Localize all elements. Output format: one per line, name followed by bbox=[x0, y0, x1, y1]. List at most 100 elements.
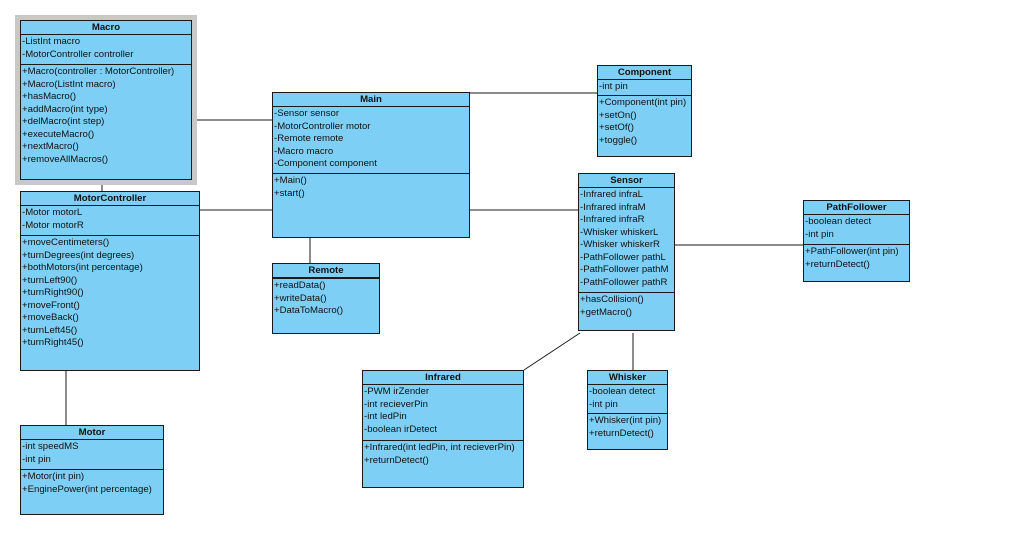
class-sensor[interactable]: Sensor-Infrared infraL-Infrared infraM-I… bbox=[578, 173, 675, 331]
method[interactable]: +turnLeft45() bbox=[22, 324, 78, 336]
attribute[interactable]: -MotorController controller bbox=[22, 48, 134, 60]
attribute[interactable]: -int speedMS bbox=[22, 441, 79, 452]
attribute[interactable]: -int pin bbox=[599, 81, 628, 92]
method[interactable]: +setOn() bbox=[599, 109, 637, 121]
attribute[interactable]: -MotorController motor bbox=[274, 120, 371, 132]
class-name: Component bbox=[598, 66, 691, 80]
method[interactable]: +turnDegrees(int degrees) bbox=[22, 249, 135, 261]
attribute[interactable]: -int ledPin bbox=[364, 411, 407, 422]
methods-section: +PathFollower(int pin)+returnDetect() bbox=[804, 245, 909, 272]
method[interactable]: +PathFollower(int pin) bbox=[805, 246, 899, 257]
attribute[interactable]: -Macro macro bbox=[274, 145, 334, 157]
attribute[interactable]: -ListInt macro bbox=[22, 36, 81, 47]
attribute[interactable]: -int pin bbox=[22, 453, 51, 465]
attribute[interactable]: -Remote remote bbox=[274, 133, 344, 144]
association-sensor-infrared[interactable] bbox=[523, 332, 581, 371]
class-name: Whisker bbox=[588, 371, 667, 385]
attribute[interactable]: -Motor motorR bbox=[22, 219, 84, 231]
attributes-section bbox=[273, 278, 379, 279]
method[interactable]: +addMacro(int type) bbox=[22, 103, 108, 115]
attribute[interactable]: -int recieverPin bbox=[364, 398, 428, 410]
method[interactable]: +EnginePower(int percentage) bbox=[22, 483, 152, 495]
class-remote[interactable]: Remote+readData()+writeData()+DataToMacr… bbox=[272, 263, 380, 334]
methods-section: +moveCentimeters()+turnDegrees(int degre… bbox=[21, 236, 199, 351]
method[interactable]: +hasMacro() bbox=[22, 91, 77, 102]
attribute[interactable]: -PathFollower pathM bbox=[580, 264, 669, 275]
class-name: Macro bbox=[21, 21, 191, 35]
method[interactable]: +removeAllMacros() bbox=[22, 153, 109, 165]
attribute[interactable]: -boolean detect bbox=[589, 386, 656, 397]
methods-section: +Main()+start() bbox=[273, 174, 469, 201]
attribute[interactable]: -int pin bbox=[589, 398, 618, 410]
method[interactable]: +Macro(controller : MotorController) bbox=[22, 66, 175, 77]
method[interactable]: +turnRight90() bbox=[22, 287, 84, 298]
method[interactable]: +toggle() bbox=[599, 134, 638, 146]
method[interactable]: +DataToMacro() bbox=[274, 305, 344, 316]
method[interactable]: +hasCollision() bbox=[580, 294, 644, 305]
method[interactable]: +returnDetect() bbox=[805, 258, 870, 270]
methods-section: +Whisker(int pin)+returnDetect() bbox=[588, 414, 667, 441]
method[interactable]: +writeData() bbox=[274, 292, 327, 304]
attribute[interactable]: -boolean irDetect bbox=[364, 423, 438, 435]
method[interactable]: +Infrared(int ledPin, int recieverPin) bbox=[364, 442, 515, 453]
methods-section: +Infrared(int ledPin, int recieverPin)+r… bbox=[363, 441, 523, 468]
method[interactable]: +moveBack() bbox=[22, 312, 79, 323]
attribute[interactable]: -PathFollower pathL bbox=[580, 251, 666, 263]
attributes-section: -ListInt macro-MotorController controlle… bbox=[21, 35, 191, 65]
method[interactable]: +moveFront() bbox=[22, 299, 80, 311]
attribute[interactable]: -Infrared infraM bbox=[580, 201, 646, 213]
class-name: Motor bbox=[21, 426, 163, 440]
attributes-section: -Sensor sensor-MotorController motor-Rem… bbox=[273, 107, 469, 174]
class-path-follower[interactable]: PathFollower-boolean detect-int pin+Path… bbox=[803, 200, 910, 282]
attribute[interactable]: -Component component bbox=[274, 158, 377, 169]
method[interactable]: +setOf() bbox=[599, 122, 634, 133]
attribute[interactable]: -PathFollower pathR bbox=[580, 276, 668, 288]
method[interactable]: +Motor(int pin) bbox=[22, 471, 85, 482]
methods-section: +readData()+writeData()+DataToMacro() bbox=[273, 279, 379, 319]
method[interactable]: +readData() bbox=[274, 280, 326, 291]
attributes-section: -Motor motorL-Motor motorR bbox=[21, 206, 199, 236]
attribute[interactable]: -Whisker whiskerL bbox=[580, 226, 659, 238]
attribute[interactable]: -Sensor sensor bbox=[274, 108, 340, 119]
method[interactable]: +Component(int pin) bbox=[599, 97, 687, 108]
method[interactable]: +moveCentimeters() bbox=[22, 237, 110, 248]
method[interactable]: +turnRight45() bbox=[22, 337, 84, 348]
method[interactable]: +Main() bbox=[274, 175, 307, 186]
method[interactable]: +delMacro(int step) bbox=[22, 116, 105, 127]
attribute[interactable]: -Motor motorL bbox=[22, 207, 83, 218]
methods-section: +Macro(controller : MotorController)+Mac… bbox=[21, 65, 191, 167]
methods-section: +hasCollision()+getMacro() bbox=[579, 293, 674, 320]
class-name: Remote bbox=[273, 264, 379, 278]
methods-section: +Component(int pin)+setOn()+setOf()+togg… bbox=[598, 96, 691, 148]
attributes-section: -Infrared infraL-Infrared infraM-Infrare… bbox=[579, 188, 674, 293]
method[interactable]: +executeMacro() bbox=[22, 128, 95, 140]
class-macro[interactable]: Macro-ListInt macro-MotorController cont… bbox=[20, 20, 192, 180]
attributes-section: -PWM irZender-int recieverPin-int ledPin… bbox=[363, 385, 523, 441]
method[interactable]: +getMacro() bbox=[580, 306, 632, 318]
method[interactable]: +returnDetect() bbox=[364, 454, 429, 466]
attribute[interactable]: -Whisker whiskerR bbox=[580, 239, 660, 250]
method[interactable]: +Macro(ListInt macro) bbox=[22, 78, 116, 90]
method[interactable]: +nextMacro() bbox=[22, 141, 79, 152]
attribute[interactable]: -Infrared infraL bbox=[580, 189, 643, 200]
attribute[interactable]: -Infrared infraR bbox=[580, 214, 645, 225]
attribute[interactable]: -boolean detect bbox=[805, 216, 872, 227]
method[interactable]: +Whisker(int pin) bbox=[589, 415, 662, 426]
attributes-section: -boolean detect-int pin bbox=[588, 385, 667, 414]
attributes-section: -int speedMS-int pin bbox=[21, 440, 163, 470]
class-whisker[interactable]: Whisker-boolean detect-int pin+Whisker(i… bbox=[587, 370, 668, 450]
class-infrared[interactable]: Infrared-PWM irZender-int recieverPin-in… bbox=[362, 370, 524, 488]
attribute[interactable]: -PWM irZender bbox=[364, 386, 430, 397]
class-motor-controller[interactable]: MotorController-Motor motorL-Motor motor… bbox=[20, 191, 200, 371]
class-main[interactable]: Main-Sensor sensor-MotorController motor… bbox=[272, 92, 470, 238]
attributes-section: -boolean detect-int pin bbox=[804, 215, 909, 245]
method[interactable]: +turnLeft90() bbox=[22, 274, 78, 286]
method[interactable]: +start() bbox=[274, 187, 305, 199]
class-component[interactable]: Component-int pin+Component(int pin)+set… bbox=[597, 65, 692, 157]
method[interactable]: +bothMotors(int percentage) bbox=[22, 262, 143, 273]
class-motor[interactable]: Motor-int speedMS-int pin+Motor(int pin)… bbox=[20, 425, 164, 515]
method[interactable]: +returnDetect() bbox=[589, 427, 654, 439]
attribute[interactable]: -int pin bbox=[805, 228, 834, 240]
class-name: PathFollower bbox=[804, 201, 909, 215]
